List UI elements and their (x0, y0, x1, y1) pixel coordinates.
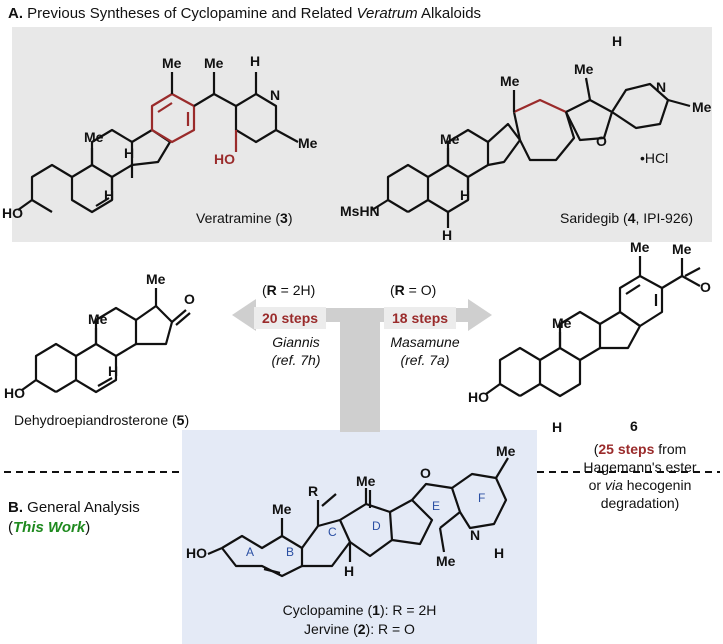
dhea-structure (21, 288, 191, 394)
route-right-condition: (R = O) (390, 282, 437, 298)
saridegib-h-label-3: H (612, 33, 622, 49)
cyclopamine-me-label-3: Me (496, 443, 516, 459)
dhea-h-label: H (108, 363, 118, 379)
veratramine-me-label-3: Me (204, 55, 224, 71)
compound-6-number: 6 (630, 418, 638, 434)
veratramine-h-label-3: H (250, 53, 260, 69)
veratramine-h-label-2: H (124, 145, 134, 161)
cyclopamine-r-label: R (308, 483, 318, 499)
veratramine-me-label-4: Me (298, 135, 318, 151)
panel-a-title: A. Previous Syntheses of Cyclopamine and… (8, 5, 481, 22)
saridegib-o-label: O (596, 133, 607, 149)
veratramine-structure (17, 72, 299, 214)
cyclopamine-me-label: Me (272, 501, 292, 517)
saridegib-label: Saridegib (4, IPI-926) (560, 210, 694, 226)
saridegib-n-label: N (656, 79, 666, 95)
saridegib-mshn-label: MsHN (340, 203, 380, 219)
veratramine-label: Veratramine (3) (196, 210, 293, 226)
route-left-author: Giannis (272, 334, 320, 350)
compound-6-note: (25 steps from Hagemann's ester or via h… (583, 441, 697, 511)
compound-6-ho-label: HO (468, 389, 489, 405)
saridegib-h-label-1: H (460, 187, 470, 203)
compound-6-o-label: O (700, 279, 711, 295)
compound-6-me-label-3: Me (672, 241, 692, 257)
ring-d-label: D (372, 519, 381, 533)
panel-a-title-italic: Veratrum (356, 5, 418, 22)
panel-a-title-end: Alkaloids (417, 5, 482, 22)
compound-6-me-label-2: Me (630, 239, 650, 255)
dhea-o-label: O (184, 291, 195, 307)
veratramine-n-label: N (270, 87, 280, 103)
route-right-ref: (ref. 7a) (400, 352, 450, 368)
ring-f-label: F (478, 491, 485, 505)
veratramine-ho-label: HO (2, 205, 23, 221)
dhea-ho-label: HO (4, 385, 25, 401)
ring-c-label: C (328, 525, 337, 539)
cyclopamine-me-label-4: Me (436, 553, 456, 569)
ring-a-label: A (246, 545, 254, 559)
saridegib-me-label-2: Me (500, 73, 520, 89)
cyclopamine-structure (207, 457, 509, 578)
dhea-label: Dehydroepiandrosterone (5) (14, 412, 190, 428)
saridegib-me-label-4: Me (692, 99, 712, 115)
ring-e-label: E (432, 499, 440, 513)
route-left-condition: (R = 2H) (262, 282, 316, 298)
panel-a-title-start: Previous Syntheses of Cyclopamine and Re… (27, 5, 357, 22)
cyclopamine-h-label-2: H (344, 563, 354, 579)
compound-6-structure (485, 256, 701, 398)
cyclopamine-h-label: H (494, 545, 504, 561)
dhea-me-label-2: Me (146, 271, 166, 287)
saridegib-me-label: Me (440, 131, 460, 147)
panel-a-letter: A. (8, 5, 23, 22)
jervine-label: Jervine (2): R = O (304, 621, 415, 637)
route-left-ref: (ref. 7h) (271, 352, 321, 368)
veratramine-ho-label-2: HO (214, 151, 235, 167)
route-left-steps: 20 steps (254, 307, 327, 329)
cyclopamine-o-label: O (420, 465, 431, 481)
veratramine-h-label-1: H (104, 187, 114, 203)
panel-b-title: B. General Analysis (This Work) (8, 499, 140, 536)
veratramine-me-label-2: Me (162, 55, 182, 71)
saridegib-me-label-3: Me (574, 61, 594, 77)
cyclopamine-me-label-2: Me (356, 473, 376, 489)
this-work-label: This Work (13, 519, 86, 536)
veratramine-me-label: Me (84, 129, 104, 145)
route-right-steps: 18 steps (384, 307, 457, 329)
saridegib-h-label-2: H (442, 227, 452, 243)
route-right-author: Masamune (390, 334, 460, 350)
dhea-me-label: Me (88, 311, 108, 327)
cyclopamine-label: Cyclopamine (1): R = 2H (282, 602, 437, 618)
compound-6-me-label: Me (552, 315, 572, 331)
panel-a-background (12, 27, 712, 242)
compound-6-h-label: H (552, 419, 562, 435)
hcl-label: •HCl (640, 150, 669, 166)
ring-b-label: B (286, 545, 294, 559)
cyclopamine-n-label: N (470, 527, 480, 543)
cyclopamine-ho-label: HO (186, 545, 207, 561)
saridegib-structure (371, 77, 691, 228)
